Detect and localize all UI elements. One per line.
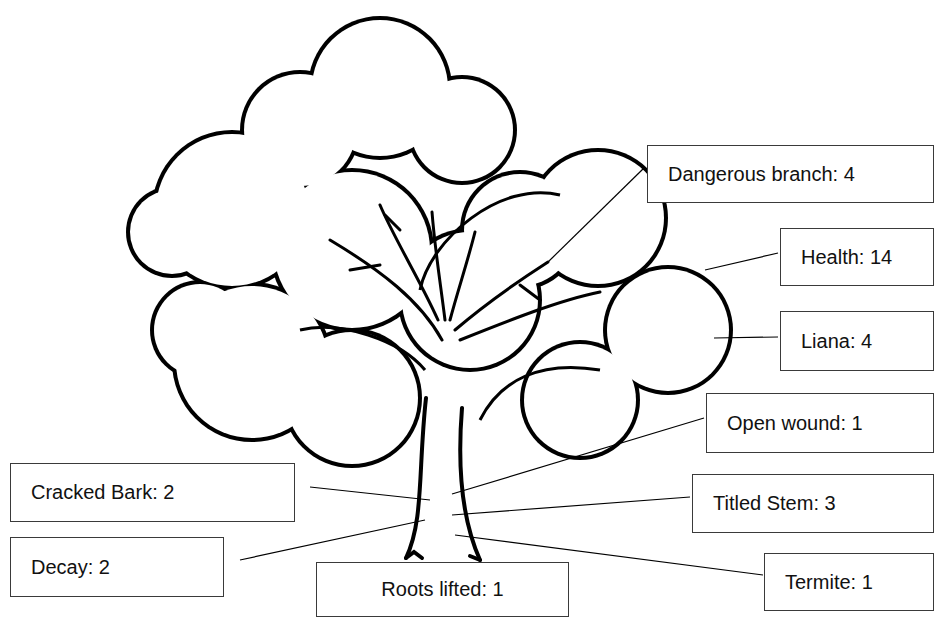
- branches: [330, 205, 600, 340]
- callout-label: Cracked Bark: 2: [31, 481, 174, 504]
- canopy-fill: [130, 20, 729, 464]
- callout-box: Cracked Bark: 2: [10, 463, 295, 522]
- callout-label: Open wound: 1: [727, 412, 863, 435]
- callout-label: Titled Stem: 3: [713, 492, 836, 515]
- callout-label: Termite: 1: [785, 571, 873, 594]
- callout-box: Termite: 1: [764, 553, 934, 611]
- callout-box: Open wound: 1: [706, 393, 934, 453]
- trunk: [406, 398, 480, 560]
- callout-box: Dangerous branch: 4: [647, 145, 934, 203]
- callout-box: Decay: 2: [10, 537, 224, 597]
- callout-label: Decay: 2: [31, 556, 110, 579]
- callout-label: Roots lifted: 1: [381, 578, 503, 601]
- callout-box: Health: 14: [780, 228, 934, 286]
- callout-box: Liana: 4: [780, 311, 934, 371]
- callout-box: Roots lifted: 1: [316, 562, 569, 617]
- canopy-outline: [126, 16, 733, 468]
- callout-label: Dangerous branch: 4: [668, 163, 855, 186]
- callout-label: Health: 14: [801, 246, 892, 269]
- callout-box: Titled Stem: 3: [692, 474, 934, 533]
- inner-lobes: [300, 193, 600, 420]
- callout-label: Liana: 4: [801, 330, 872, 353]
